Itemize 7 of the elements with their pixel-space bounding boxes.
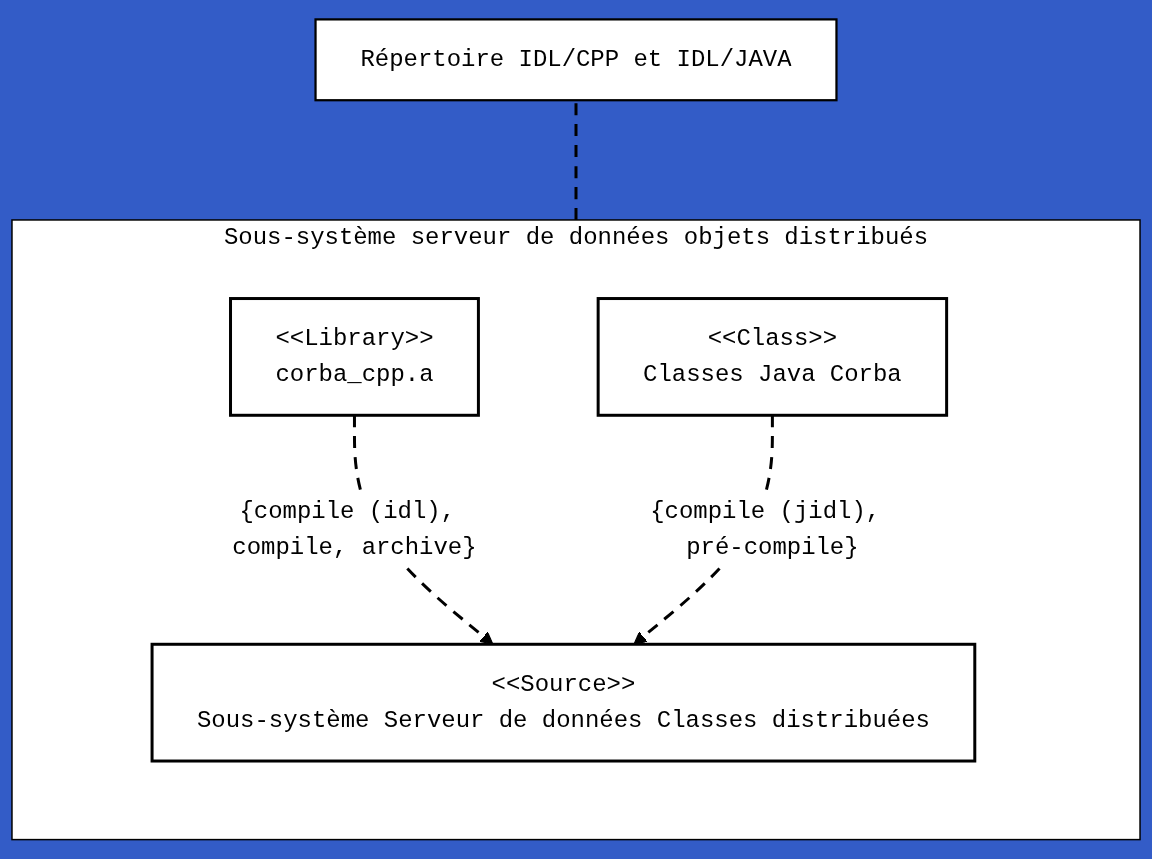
node-box: <<Library>> corba_cpp.a [229, 297, 480, 417]
edge-label: {compile (idl), compile, archive} [232, 498, 477, 562]
node-box: Répertoire IDL/CPP et IDL/JAVA [314, 18, 838, 102]
node-box: <<Source>> Sous-système Serveur de données Classes distribuées [150, 642, 977, 763]
node-box: <<Class>> Classes Java Corba [596, 297, 949, 417]
edge-label: {compile (jidl), pré-compile} [650, 498, 881, 562]
connector [574, 100, 578, 220]
